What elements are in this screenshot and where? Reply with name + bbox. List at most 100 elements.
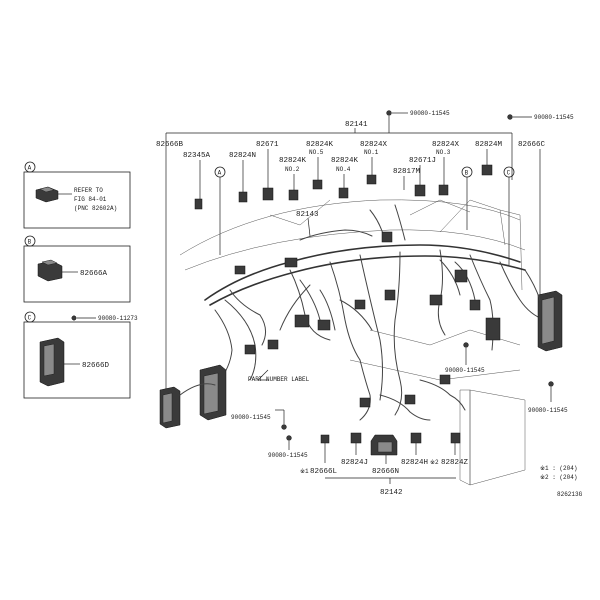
connector-right-block (485, 317, 501, 341)
harness-low-1 (359, 359, 371, 421)
bolt-icon (386, 110, 392, 116)
connector-82824m (481, 164, 493, 176)
label-82142: 82142 (380, 489, 403, 497)
connector-82824x-no3 (438, 184, 449, 196)
label-no5: NO.5 (309, 149, 324, 156)
connector-right-2 (454, 269, 468, 283)
label-star1: ※1 (300, 468, 309, 475)
label-82824x-no3: 82824X (432, 141, 460, 149)
connector-left-3 (267, 339, 279, 350)
callout-c: C (507, 169, 511, 176)
inset-a-letter: A (28, 164, 32, 171)
harness-center-4 (393, 251, 403, 416)
inset-c-bracket-face (43, 343, 55, 377)
label-82824h: 82824H (401, 459, 428, 467)
inset-b-clip-top (41, 259, 58, 266)
top-connectors (194, 164, 493, 210)
connector-82666l (320, 434, 330, 444)
connector-82666b-face (162, 392, 173, 424)
right-pillar (499, 209, 523, 291)
label-bolt-top-2: 90080-11545 (534, 114, 574, 121)
inset-b-part: 82666A (80, 270, 108, 278)
inset-a-line1: REFER TO (74, 187, 103, 194)
connector-center-1 (294, 314, 310, 328)
note-1: ※1 : (204) (540, 465, 577, 472)
harness-left-branch (229, 289, 266, 346)
part-label-arrow (257, 369, 269, 381)
harness-right-1 (437, 249, 446, 336)
dash-detail-3 (439, 199, 506, 246)
bolt-icon (286, 435, 292, 441)
label-star2: ※2 (430, 459, 439, 466)
harness-center-2 (329, 261, 361, 361)
inset-b-marker (24, 235, 36, 247)
label-82141: 82141 (345, 121, 368, 129)
dash-top-edge (179, 199, 521, 256)
console-side (459, 389, 471, 486)
label-bolt-right-mid: 90080-11545 (445, 367, 485, 374)
connector-left-1 (234, 265, 246, 275)
harness-left-drop-2 (224, 299, 257, 381)
connector-82671 (262, 187, 274, 201)
inset-c-bolt: 90080-11273 (98, 315, 138, 322)
connector-82345a (194, 198, 203, 210)
connector-low-1 (359, 397, 371, 408)
harness-right-3 (499, 261, 546, 321)
label-no3: NO.3 (436, 149, 451, 156)
inset-a-line3: (PNC 82602A) (74, 205, 117, 212)
inset-c-frame (23, 321, 131, 399)
inset-a-marker (24, 161, 36, 173)
main-harness (204, 204, 546, 421)
connector-82824z (450, 432, 461, 444)
label-82824x-no1: 82824X (360, 141, 388, 149)
connector-center-3 (354, 299, 366, 310)
label-82666c: 82666C (518, 141, 546, 149)
connector-right-3 (469, 299, 481, 311)
label-82666l: 82666L (310, 468, 338, 476)
inset-c-letter: C (28, 314, 32, 321)
label-82824z: 82824Z (441, 459, 469, 467)
connector-82666c-face (541, 296, 555, 345)
diagram-id: 826213G (557, 491, 583, 498)
top-bolts: 90080-11545 90080-11545 (386, 110, 574, 133)
bottom-parts: 82824J 82824H ※2 82824Z ※1 82666L 82666N… (300, 432, 469, 497)
console-panel (469, 389, 526, 486)
connector-low-3 (439, 374, 451, 385)
label-part-number-label: PART NUMBER LABEL (248, 376, 310, 383)
inset-c: C 90080-11273 82666D (23, 311, 138, 399)
inset-a-frame (23, 171, 131, 229)
connector-82824k-no5 (312, 179, 323, 190)
harness-82143 (299, 229, 373, 241)
label-82143: 82143 (296, 211, 319, 219)
connector-82824x-no1 (366, 174, 377, 185)
label-82345a: 82345A (183, 152, 211, 160)
label-bolt-top-1: 90080-11545 (410, 110, 450, 117)
notes: ※1 : (204) ※2 : (204) 826213G (540, 465, 583, 498)
inset-c-bolt-icon (71, 315, 77, 321)
connector-center-2 (317, 319, 331, 331)
connector-82824j (350, 432, 362, 444)
inset-c-part: 82666D (82, 362, 110, 370)
label-82824k-no2: 82824K (279, 157, 307, 165)
top-bracket: 82141 (165, 121, 513, 390)
label-bolt-bottom: 90080-11545 (268, 452, 308, 459)
connector-82824k-no4 (338, 187, 349, 199)
right-bracket-assembly (524, 269, 563, 352)
harness-trunk-2 (209, 255, 526, 306)
label-82824k-no5: 82824K (306, 141, 334, 149)
left-junction-face (203, 372, 219, 415)
harness-82666c (524, 269, 541, 301)
harness-trunk (204, 244, 521, 301)
bolt-icon (548, 381, 554, 387)
label-82666n: 82666N (372, 468, 399, 476)
connector-right-1 (429, 294, 443, 306)
connector-82824n (238, 191, 248, 203)
label-82671j: 82671J (409, 157, 436, 165)
callout-a: A (218, 169, 222, 176)
inset-a-connector-top (39, 186, 55, 193)
harness-low-3 (419, 379, 466, 411)
side-bolts: 90080-11545 90080-11545 90080-11545 9008… (231, 342, 568, 459)
label-82817m: 82817M (393, 168, 421, 176)
label-bolt-left: 90080-11545 (231, 414, 271, 421)
